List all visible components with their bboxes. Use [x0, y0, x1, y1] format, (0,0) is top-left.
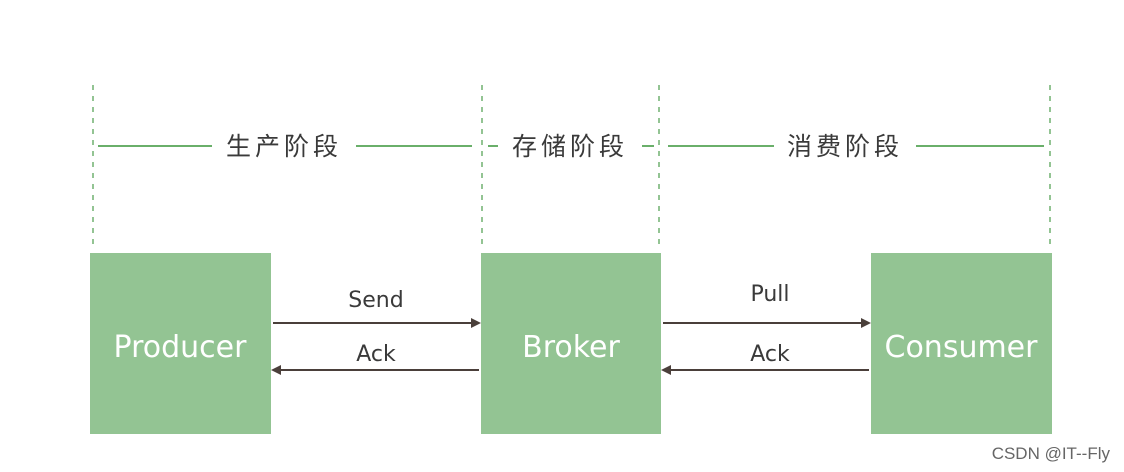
phase-label-consumption: 消费阶段 [787, 132, 903, 161]
pull-label: Pull [750, 282, 789, 307]
broker-box [481, 253, 661, 434]
consumer-label: Consumer [885, 330, 1039, 365]
producer-label: Producer [114, 330, 248, 365]
producer-box [90, 253, 271, 434]
ack-label-broker: Ack [750, 342, 790, 367]
phase-label-storage: 存储阶段 [512, 132, 628, 161]
phase-boundaries [92, 85, 1051, 250]
ack-label-producer: Ack [356, 342, 396, 367]
consumer-box [871, 253, 1052, 434]
phase-label-production: 生产阶段 [226, 132, 342, 161]
send-label: Send [348, 288, 403, 313]
watermark: CSDN @IT--Fly [991, 444, 1110, 463]
broker-label: Broker [522, 330, 620, 365]
